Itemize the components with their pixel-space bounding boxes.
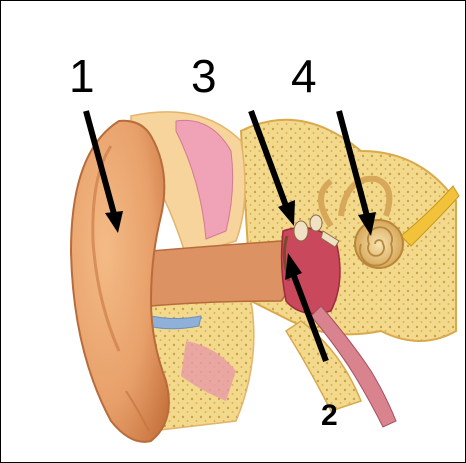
- label-3: 3: [191, 53, 217, 99]
- cochlea: [355, 220, 403, 268]
- label-4: 4: [291, 53, 317, 99]
- ear-canal: [151, 241, 296, 306]
- label-2: 2: [321, 401, 338, 431]
- label-1: 1: [69, 53, 95, 99]
